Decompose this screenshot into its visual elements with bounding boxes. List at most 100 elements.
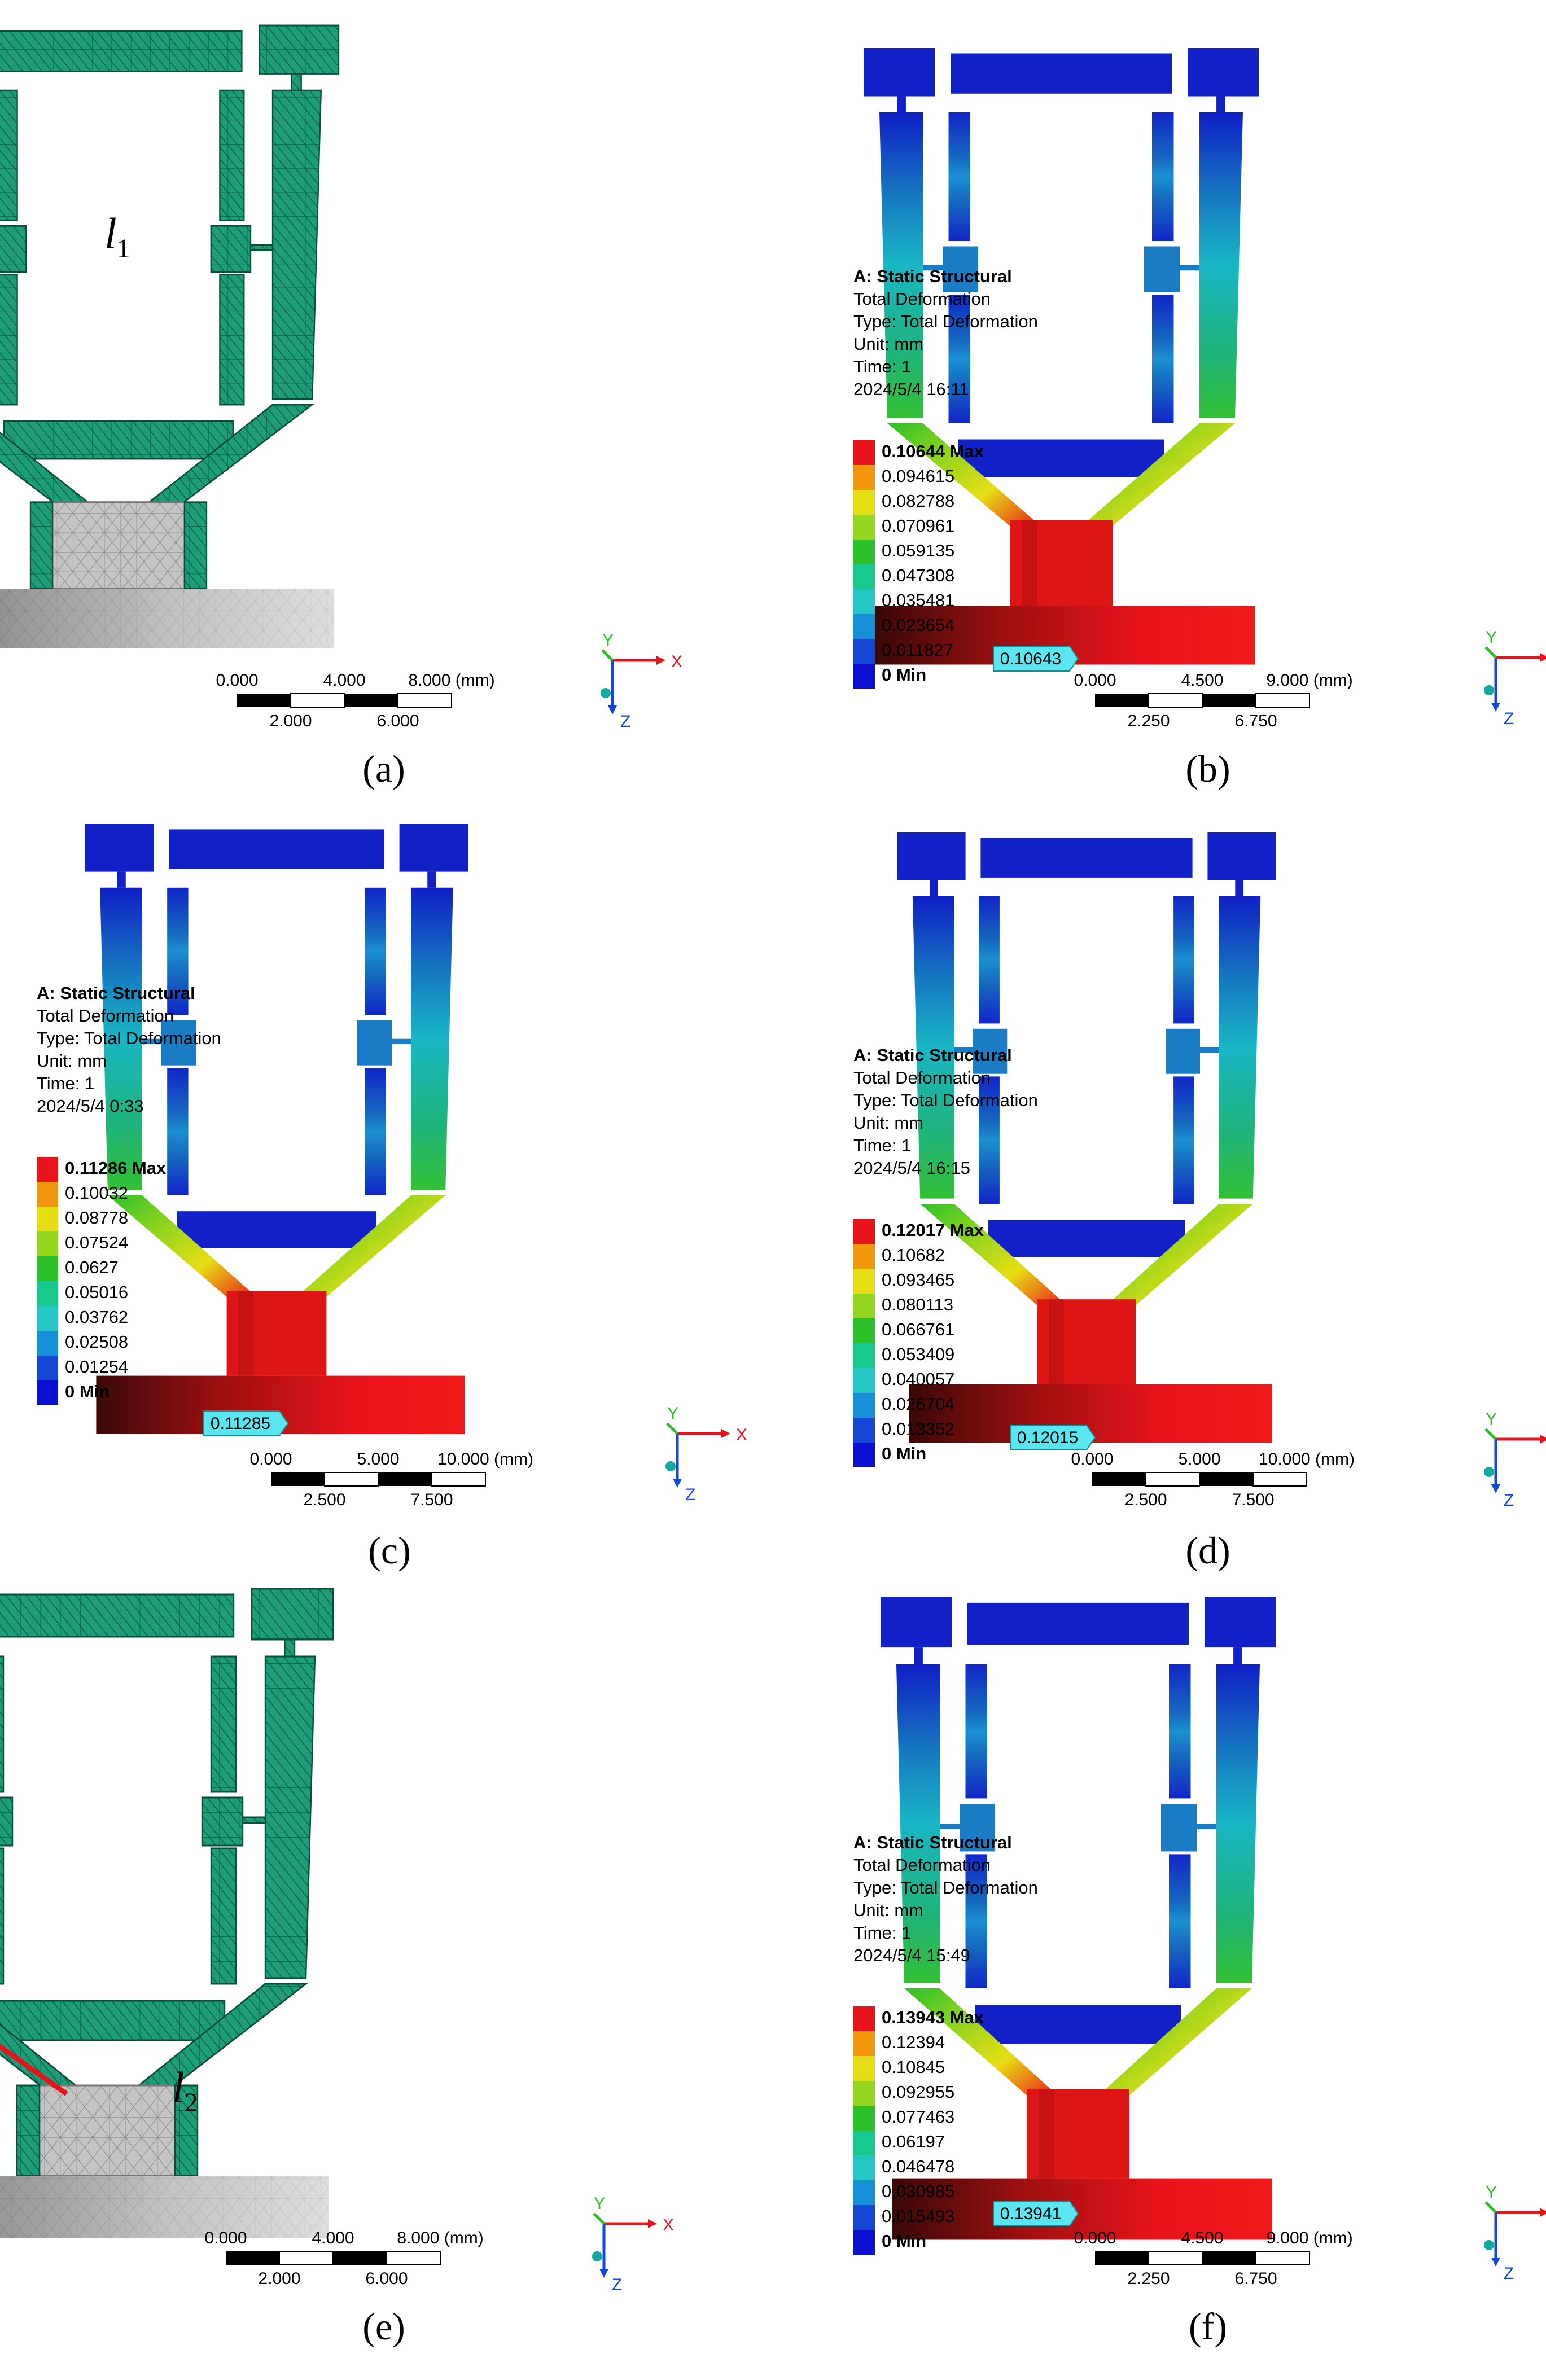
- top-bar: [967, 1602, 1189, 1645]
- info-line: Total Deformation: [853, 289, 991, 309]
- info-line: Type: Total Deformation: [853, 1090, 1038, 1110]
- inner-left-lower: [979, 1076, 1000, 1204]
- left-link: [940, 1823, 960, 1829]
- center-left-mesh: [16, 2084, 41, 2177]
- info-line: Total Deformation: [853, 1068, 991, 1088]
- z-axis-arrow: [1491, 2258, 1500, 2267]
- y-axis-label: Y: [602, 631, 614, 650]
- legend-value: 0 Min: [882, 2231, 926, 2251]
- length-symbol: l: [104, 209, 117, 258]
- inner-left-upper: [979, 896, 1000, 1024]
- bottom-bar: [0, 2000, 226, 2041]
- inner-right-lower: [210, 1847, 237, 1985]
- axis-triad: XZY: [1484, 2183, 1546, 2283]
- right-link: [1200, 1047, 1219, 1053]
- mechanism-model: [0, 24, 340, 648]
- top-bar: [0, 30, 243, 73]
- legend-swatch: [853, 540, 875, 564]
- center-shade: [1022, 520, 1037, 606]
- scale-bottom-1: 6.750: [1234, 712, 1277, 730]
- top-right-pad: [1188, 48, 1259, 97]
- left-hinge: [897, 96, 906, 112]
- info-line: Unit: mm: [853, 334, 923, 354]
- origin-marker: [1484, 2240, 1494, 2250]
- x-axis-arrow: [656, 656, 665, 665]
- scale-seg-2: [1148, 2251, 1203, 2265]
- y-axis-line: [1484, 1428, 1497, 1440]
- right-hinge: [284, 1638, 296, 1658]
- scale-seg-2: [1148, 693, 1203, 708]
- scale-bottom-0: 2.500: [1124, 1491, 1167, 1509]
- probe-box: [203, 1410, 289, 1436]
- center-block: [51, 501, 186, 590]
- x-axis-label: X: [736, 1426, 747, 1444]
- center-shade: [1049, 1299, 1064, 1384]
- legend-swatch: [853, 564, 875, 589]
- probe-value: 0.11285: [211, 1414, 270, 1433]
- legend-value: 0.053409: [882, 1344, 954, 1364]
- info-line: Time: 1: [853, 1136, 911, 1155]
- legend-value: 0.046478: [882, 2157, 954, 2176]
- bottom-bar: [177, 1211, 376, 1248]
- legend-value: 0.13943 Max: [882, 2008, 984, 2027]
- legend-value: 0.10032: [65, 1183, 128, 1203]
- y-axis-label: Y: [1486, 628, 1497, 647]
- panel-caption: (b): [1185, 747, 1230, 790]
- legend-value: 0.12394: [882, 2032, 945, 2052]
- origin-marker: [665, 1461, 676, 1471]
- info-line: Unit: mm: [853, 1113, 923, 1133]
- origin-marker: [601, 688, 611, 698]
- right-hinge: [1235, 880, 1244, 896]
- legend-value: 0.082788: [882, 491, 954, 511]
- info-line: 2024/5/4 16:11: [853, 379, 969, 399]
- scale-top-1: 4.000: [323, 671, 365, 690]
- z-axis-label: Z: [620, 712, 630, 731]
- legend-swatch: [853, 589, 875, 614]
- info-line: Total Deformation: [853, 1855, 991, 1875]
- bottom-bar: [988, 1220, 1185, 1257]
- legend-value: 0.066761: [882, 1320, 954, 1339]
- scale-seg-3: [1202, 2251, 1256, 2265]
- scale-top-2: 9.000 (mm): [1266, 671, 1352, 690]
- scale-bottom-1: 6.000: [376, 712, 419, 730]
- left-link: [142, 1038, 161, 1045]
- legend-value: 0.059135: [882, 541, 954, 560]
- info-line: Type: Total Deformation: [853, 312, 1038, 331]
- legend-swatch: [37, 1306, 58, 1331]
- length-line-l2: [0, 2043, 68, 2096]
- info-line: Time: 1: [853, 357, 911, 376]
- y-axis-line: [593, 2212, 605, 2225]
- top-left-pad: [864, 48, 935, 97]
- scale-seg-3: [378, 1472, 432, 1486]
- inner-left-lower: [965, 1854, 987, 1988]
- inner-right-lower: [365, 1068, 386, 1195]
- legend-swatch: [37, 1207, 58, 1231]
- left-outer-arm: [100, 887, 142, 1190]
- inner-right-lower: [1173, 1076, 1194, 1204]
- scale-top-2: 10.000 (mm): [1259, 1450, 1355, 1469]
- left-link: [954, 1047, 973, 1053]
- axis-triad: XZY: [665, 1404, 747, 1504]
- axis-triad: XZY: [601, 631, 682, 731]
- legend-value: 0.12017 Max: [882, 1220, 984, 1240]
- legend-value: 0.040057: [882, 1369, 954, 1389]
- legend-value: 0.013352: [882, 1419, 954, 1439]
- legend-swatch: [853, 1393, 875, 1418]
- axis-triad: XZY: [1484, 628, 1546, 728]
- x-axis-arrow: [648, 2219, 657, 2228]
- legend-value: 0.05016: [65, 1282, 128, 1302]
- right-block: [357, 1020, 392, 1066]
- legend-value: 0.10845: [882, 2057, 945, 2077]
- bottom-bar: [975, 2005, 1181, 2044]
- y-axis-line: [1484, 646, 1497, 659]
- legend-swatch: [37, 1281, 58, 1306]
- scale-top-1: 5.000: [357, 1450, 399, 1469]
- left-outer-arm: [879, 112, 923, 418]
- panel-caption: (e): [362, 2305, 405, 2348]
- right-hinge: [1233, 1647, 1242, 1664]
